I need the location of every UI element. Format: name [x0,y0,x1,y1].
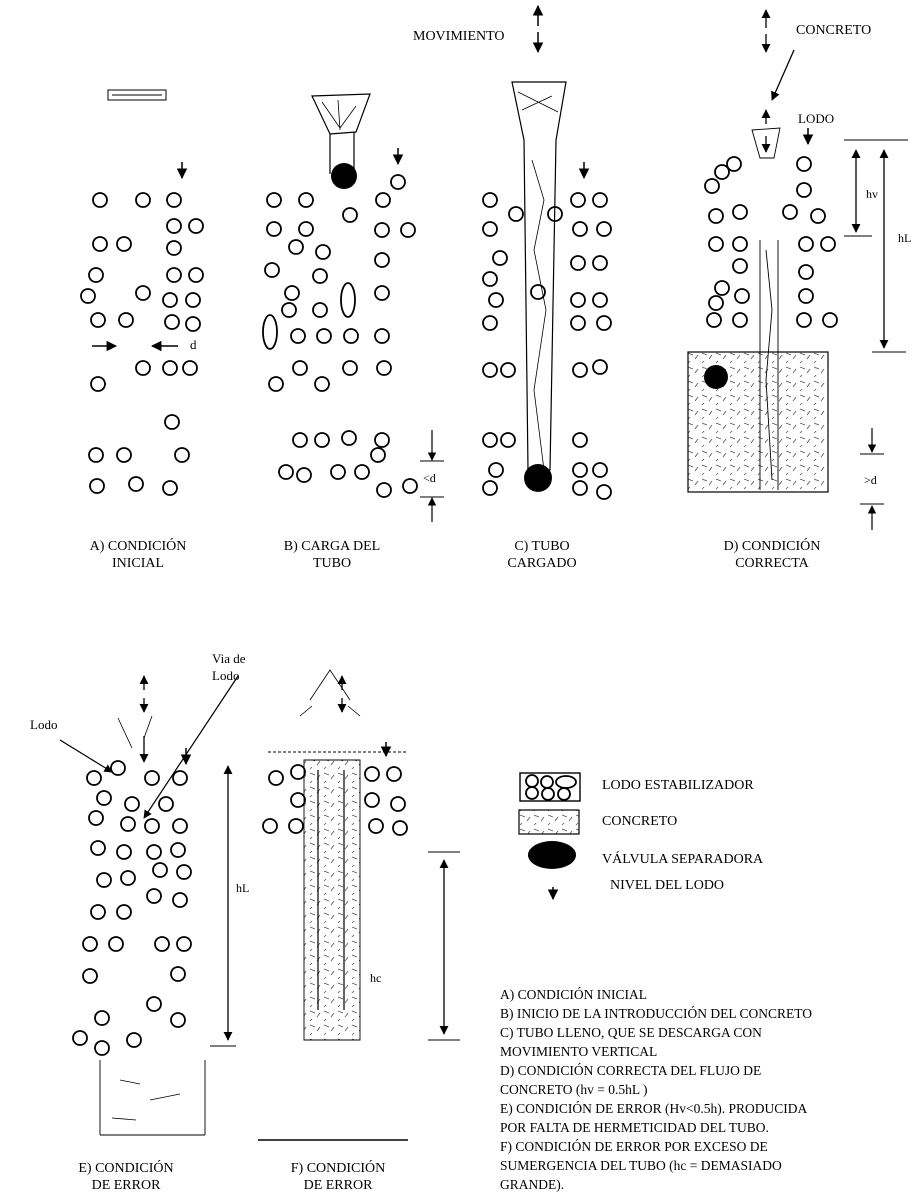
hL-label-e: hL [236,881,250,895]
note-line-10: SUMERGENCIA DEL TUBO (hc = DEMASIADO [500,1158,782,1173]
note-line-4: MOVIMIENTO VERTICAL [500,1044,658,1059]
note-line-6: CONCRETO (hv = 0.5hL ) [500,1082,648,1097]
note-line-9: F) CONDICIÓN DE ERROR POR EXCESO DE [500,1139,768,1154]
concrete-symbol [518,809,580,835]
valve-c [524,464,552,492]
caption-b: B) CARGA DEL TUBO [272,538,392,572]
movimiento-label: MOVIMIENTO [413,29,505,44]
panel-c-circles [482,192,612,500]
caption-d-line1: D) CONDICIÓN [723,539,821,554]
caption-d-line2: CORRECTA [735,556,809,571]
note-line-1: A) CONDICIÓN INICIAL [500,987,647,1002]
hc-label: hc [370,971,382,985]
caption-f: F) CONDICIÓN DE ERROR [278,1160,398,1194]
caption-c-line2: CARGADO [507,556,577,571]
caption-e: E) CONDICIÓN DE ERROR [66,1160,186,1194]
caption-c-line1: C) TUBO [514,539,570,554]
panel-f-concrete [303,759,361,1041]
d-label: d [190,337,197,352]
legend-label-4: NIVEL DEL LODO [610,878,725,893]
panel-b-funnel [311,93,371,174]
caption-e-line2: DE ERROR [91,1178,161,1193]
valve-b [331,163,357,189]
concreto-top-label: CONCRETO [796,23,872,38]
caption-a-line1: A) CONDICIÓN [89,539,187,554]
hL-label-d: hL [898,231,912,245]
note-line-5: D) CONDICIÓN CORRECTA DEL FLUJO DE [500,1063,762,1078]
panel-e-circles [72,760,192,1056]
panel-d-circles [704,156,838,328]
caption-a-line2: INICIAL [111,556,165,571]
lt-d-label: <d [423,471,436,485]
panel-a-tube-top [107,89,167,101]
panel-b-circles [262,174,418,498]
gt-d-label: >d [864,473,877,487]
hv-label: hv [866,187,878,201]
note-line-3: C) TUBO LLENO, QUE SE DESCARGA CON [500,1025,762,1040]
caption-d: D) CONDICIÓN CORRECTA [712,538,832,572]
legend-label-2: CONCRETO [602,814,678,829]
caption-a: A) CONDICIÓN INICIAL [78,538,198,572]
legend-label-1: LODO ESTABILIZADOR [602,778,754,793]
valve-symbol [528,841,576,869]
note-line-2: B) INICIO DE LA INTRODUCCIÓN DEL CONCRET… [500,1006,812,1021]
slurry-symbol [519,772,581,802]
panel-c-tube [511,81,567,471]
lodo-top-label: LODO [798,111,835,126]
note-line-11: GRANDE). [500,1177,565,1192]
caption-b-line1: B) CARGA DEL [283,539,381,554]
caption-b-line2: TUBO [312,556,352,571]
lodo-e-label: Lodo [30,717,58,732]
caption-f-line1: F) CONDICIÓN [290,1161,386,1176]
legend-label-3: VÁLVULA SEPARADORA [602,852,764,867]
note-line-7: E) CONDICIÓN DE ERROR (Hv<0.5h). PRODUCI… [500,1101,808,1116]
panel-a-circles [80,192,204,496]
note-line-8: POR FALTA DE HERMETICIDAD DEL TUBO. [500,1120,769,1135]
caption-e-line1: E) CONDICIÓN [78,1161,174,1176]
via-de-lodo-label: Via de Lodo [212,651,246,683]
caption-c: C) TUBO CARGADO [482,538,602,572]
valve-d [704,365,728,389]
caption-f-line2: DE ERROR [303,1178,373,1193]
